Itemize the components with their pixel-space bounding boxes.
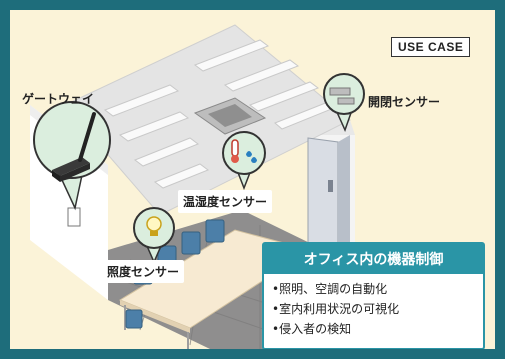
info-title: オフィス内の機器制御 xyxy=(264,244,483,274)
use-case-info-box: オフィス内の機器制御 •照明、空調の自動化 •室内利用状況の可視化 •侵入者の検… xyxy=(262,242,485,349)
ceiling-lights xyxy=(103,39,335,189)
wall-panel xyxy=(67,207,81,227)
temp-humidity-bubble xyxy=(222,131,266,191)
use-case-badge: USE CASE xyxy=(391,37,471,57)
info-item: •室内利用状況の可視化 xyxy=(272,302,400,316)
door-sensor-label: 開閉センサー xyxy=(368,95,441,109)
ceiling-ac-unit xyxy=(193,97,267,135)
light-sensor-bubble xyxy=(133,207,175,264)
gateway-label: ゲートウェイ xyxy=(22,92,95,106)
info-item: •照明、空調の自動化 xyxy=(272,282,388,296)
door-sensor-bubble xyxy=(323,73,365,133)
info-list: •照明、空調の自動化 •室内利用状況の可視化 •侵入者の検知 xyxy=(272,279,483,339)
gateway-bubble xyxy=(33,101,111,211)
light-sensor-label: 照度センサー xyxy=(102,260,185,283)
diagram-panel: USE CASE ゲートウェイ 開閉センサー 温湿度センサー 照度センサー オフ… xyxy=(10,10,495,349)
office-scene xyxy=(30,24,365,349)
info-item: •侵入者の検知 xyxy=(272,322,352,336)
temp-humidity-label: 温湿度センサー xyxy=(178,190,273,213)
door xyxy=(307,135,350,265)
